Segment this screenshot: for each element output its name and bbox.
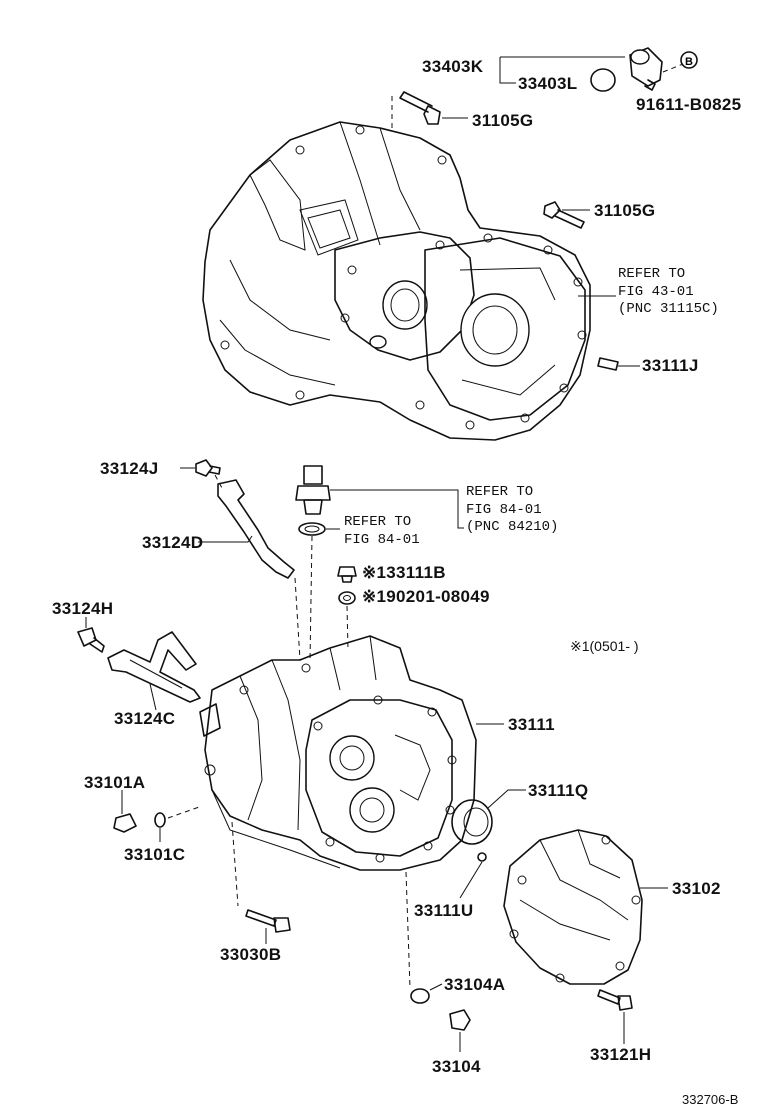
part-label-33111: 33111 — [508, 715, 555, 734]
pin-33111U-icon — [477, 852, 487, 862]
part-label-31105G-upper: 31105G — [472, 111, 534, 130]
reference-line: REFER TO — [466, 484, 534, 500]
part-label-133111B: ※133111B — [362, 563, 446, 582]
reference-line: FIG 84-01 — [466, 501, 542, 518]
bolt-31105G-right-icon — [543, 201, 585, 229]
release-hub-icon — [629, 47, 663, 91]
part-label-33102: 33102 — [672, 879, 721, 898]
plug-33104-icon — [449, 1009, 471, 1031]
part-label-33121H: 33121H — [590, 1045, 652, 1064]
figure-id: 332706-B — [682, 1092, 739, 1107]
oil-seal-33111Q-icon — [451, 799, 493, 845]
bolt-33121H-icon — [597, 989, 633, 1011]
reference-fig-84-01: REFER TO FIG 84-01 — [344, 514, 420, 549]
part-label-33101C: 33101C — [124, 845, 186, 864]
part-label-190201-08049: ※190201-08049 — [362, 587, 490, 606]
part-label-33030B: 33030B — [220, 945, 282, 964]
gasket-33104A-icon — [410, 988, 430, 1004]
part-label-33403L: 33403L — [518, 74, 578, 93]
clutch-housing-icon — [202, 121, 591, 441]
part-label-33124D: 33124D — [142, 533, 204, 552]
case-cover-33102-icon — [503, 829, 643, 985]
part-label-33124H: 33124H — [52, 599, 114, 618]
gasket-190201-icon — [338, 591, 356, 605]
part-label-33111Q: 33111Q — [528, 781, 589, 800]
seal-ring-icon — [590, 68, 616, 92]
reference-line: REFER TO — [344, 514, 412, 530]
bolt-33030B-icon — [245, 909, 291, 933]
part-label-33124C: 33124C — [114, 709, 176, 728]
gasket-33101C-icon — [154, 812, 166, 828]
part-label-33111U: 33111U — [414, 901, 474, 920]
drain-plug-33101A-icon — [113, 813, 137, 833]
reference-fig-43-01: REFER TO FIG 43-01 (PNC 31115C) — [618, 266, 719, 319]
dowel-pin-33111J-icon — [597, 357, 619, 371]
svg-text:B: B — [685, 56, 693, 68]
part-label-91611-B0825: 91611-B0825 — [636, 95, 742, 114]
b-marker-icon: B — [680, 51, 698, 69]
transmission-case-icon — [199, 635, 477, 871]
part-label-33403K: 33403K — [422, 57, 484, 76]
plug-133111B-icon — [337, 566, 357, 583]
part-label-33124J: 33124J — [100, 459, 159, 478]
reference-line: FIG 84-01 — [344, 531, 420, 548]
reference-line: FIG 43-01 — [618, 283, 694, 300]
clamp-33124D-icon — [217, 479, 295, 579]
production-date-note: ※1(0501- ) — [570, 638, 639, 654]
reference-fig-84-01-pnc: REFER TO FIG 84-01 (PNC 84210) — [466, 484, 558, 537]
part-label-33111J: 33111J — [642, 356, 699, 375]
part-label-31105G-right: 31105G — [594, 201, 656, 220]
o-ring-sensor-icon — [298, 522, 326, 536]
part-label-33101A: 33101A — [84, 773, 146, 792]
bracket-33124C-icon — [107, 631, 201, 703]
part-label-33104A: 33104A — [444, 975, 506, 994]
bolt-31105G-upper-icon — [399, 91, 441, 125]
bolt-33124H-icon — [77, 627, 105, 653]
bolt-33124J-icon — [195, 459, 221, 477]
speed-sensor-icon — [295, 465, 331, 515]
reference-line: (PNC 84210) — [466, 519, 559, 535]
reference-line: REFER TO — [618, 266, 686, 282]
reference-line: (PNC 31115C) — [618, 301, 719, 317]
part-label-33104: 33104 — [432, 1057, 481, 1076]
